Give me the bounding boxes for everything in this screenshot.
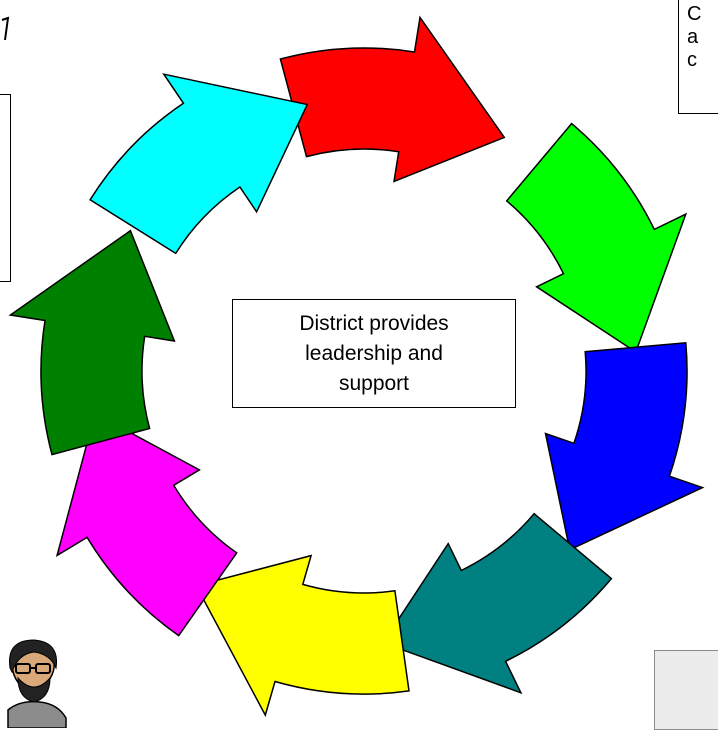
cycle-arrow-5 xyxy=(195,554,410,718)
grey-box xyxy=(654,650,718,730)
cycle-arrow-6 xyxy=(55,412,238,637)
cycle-arrow-7 xyxy=(8,229,176,456)
center-label-box: District provides leadership and support xyxy=(232,299,516,408)
center-label: District provides leadership and support xyxy=(299,311,449,395)
left-edge-mark xyxy=(1,16,10,41)
cycle-arrow-1 xyxy=(279,15,506,183)
cycle-arrow-2 xyxy=(505,122,688,354)
corner-text-box: C a c xyxy=(678,0,718,114)
cycle-arrow-4 xyxy=(381,512,613,695)
cycle-arrow-3 xyxy=(544,341,705,551)
cycle-arrow-8 xyxy=(89,73,309,255)
left-edge-panel xyxy=(0,94,11,282)
person-clipart-icon xyxy=(7,639,67,728)
